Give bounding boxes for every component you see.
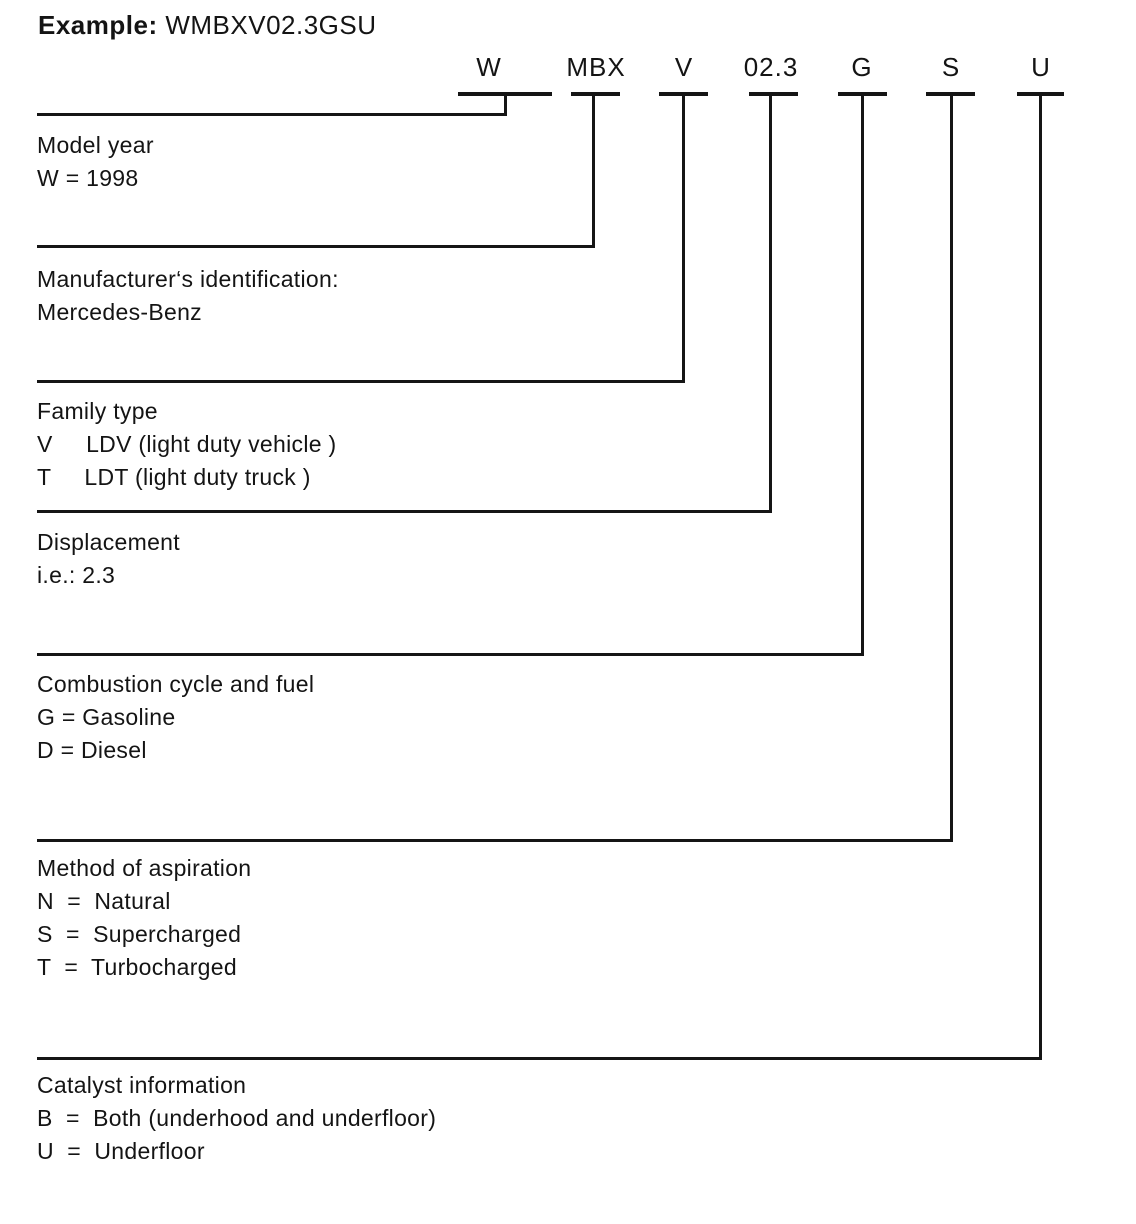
section-line: U = Underfloor [37,1138,205,1164]
example-label: Example: [38,10,158,40]
leader-horizontal-family-type [37,380,685,383]
section-aspiration: Method of aspiration N = Natural S = Sup… [37,852,251,984]
code-segment-g: G [851,52,873,82]
example-code-value: WMBXV02.3GSU [165,10,377,40]
segment-underline-displacement [749,92,798,96]
leader-vertical-v [682,93,685,383]
leader-vertical-g [861,93,864,656]
section-title: Displacement [37,529,180,555]
section-line: V LDV (light duty vehicle ) [37,431,337,457]
section-catalyst: Catalyst information B = Both (underhood… [37,1069,436,1168]
section-line: D = Diesel [37,737,147,763]
section-line: i.e.: 2.3 [37,562,116,588]
section-line: Mercedes-Benz [37,299,202,325]
section-title: Manufacturer‘s identification: [37,266,339,292]
section-title: Catalyst information [37,1072,247,1098]
section-displacement: Displacement i.e.: 2.3 [37,526,180,592]
leader-vertical-s [950,93,953,842]
section-line: W = 1998 [37,165,139,191]
leader-horizontal-model-year [37,113,507,116]
section-title: Method of aspiration [37,855,252,881]
code-segment-v: V [674,52,694,82]
section-line: G = Gasoline [37,704,176,730]
section-model-year: Model year W = 1998 [37,129,154,195]
leader-horizontal-manufacturer [37,245,595,248]
section-manufacturer: Manufacturer‘s identification: Mercedes-… [37,263,339,329]
section-line: B = Both (underhood and underfloor) [37,1105,437,1131]
section-title: Combustion cycle and fuel [37,671,315,697]
leader-horizontal-aspiration [37,839,953,842]
section-title: Model year [37,132,154,158]
section-line: T LDT (light duty truck ) [37,464,311,490]
section-family-type: Family type V LDV (light duty vehicle ) … [37,395,336,494]
code-segment-mbx: MBX [566,52,626,82]
code-segment-u: U [1031,52,1051,82]
leader-vertical-displacement [769,93,772,513]
section-line: S = Supercharged [37,921,242,947]
segment-underline-mbx [571,92,620,96]
leader-vertical-w [504,93,507,116]
code-segment-displacement: 02.3 [743,52,799,82]
leader-horizontal-displacement [37,510,772,513]
code-segment-s: S [941,52,961,82]
leader-vertical-u [1039,93,1042,1060]
section-line: N = Natural [37,888,171,914]
section-line: T = Turbocharged [37,954,237,980]
section-title: Family type [37,398,158,424]
example-heading: Example: WMBXV02.3GSU [38,10,377,41]
leader-horizontal-combustion [37,653,864,656]
section-combustion: Combustion cycle and fuel G = Gasoline D… [37,668,314,767]
code-segment-w: W [476,52,502,82]
leader-horizontal-catalyst [37,1057,1042,1060]
leader-vertical-mbx [592,93,595,248]
